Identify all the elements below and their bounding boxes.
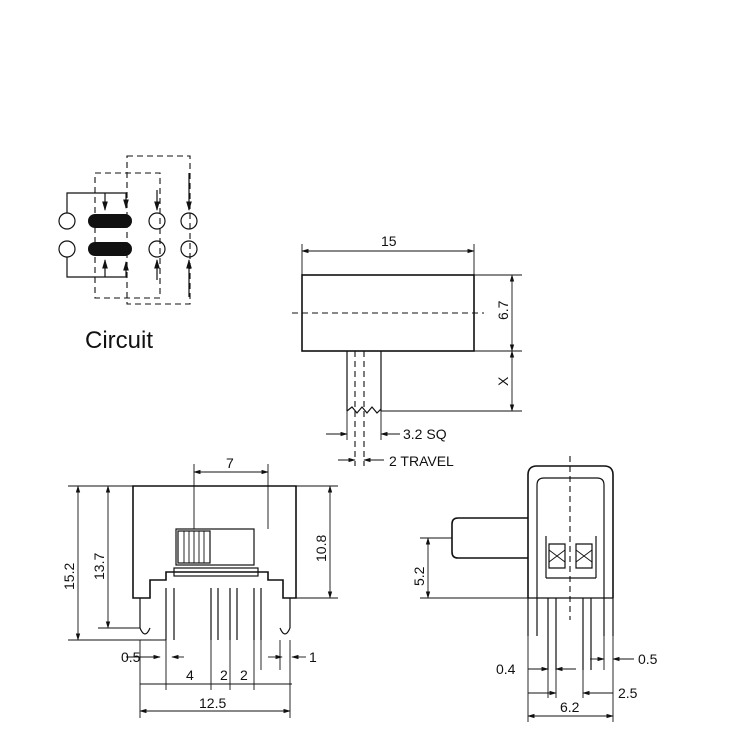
- contact-top-3: [148, 212, 166, 230]
- circuit-label: Circuit: [85, 327, 153, 354]
- dim-actuator-height: 5.2: [411, 566, 427, 586]
- dim-body-height: 13.7: [91, 553, 107, 580]
- dim-actuator: 3.2 SQ: [403, 426, 447, 442]
- side-view-contacts: [548, 543, 593, 569]
- front-view-legs: [139, 598, 291, 628]
- circuit-schematic: Circuit: [58, 155, 198, 354]
- contact-bottom-4: [180, 240, 198, 258]
- top-view-shaft-break: [346, 406, 382, 414]
- front-view-body: [132, 485, 297, 599]
- wire-top-left: [66, 192, 96, 213]
- dim-left-gap: 0.5: [121, 649, 141, 665]
- dim-overall-width: 12.5: [199, 695, 226, 711]
- top-view-shaft-hidden: [354, 351, 365, 466]
- dim-actuator-width: 7: [226, 455, 234, 471]
- top-view-shaft: [346, 351, 382, 411]
- dim-overall-height: 15.2: [61, 563, 77, 590]
- side-view: 5.2 0.4 0.5 2.5 6.2: [411, 456, 658, 722]
- front-view: 7 15.2 13.7 10.8 0.5 1 4 2 2 12.5: [61, 455, 338, 718]
- front-view-pins: [165, 588, 262, 640]
- dim-travel: 2 TRAVEL: [389, 453, 454, 469]
- dim-side-width: 6.2: [560, 699, 580, 715]
- dim-pin-width: 0.4: [496, 661, 516, 677]
- dim-side-right-gap: 0.5: [638, 651, 658, 667]
- front-view-actuator-housing: [175, 528, 255, 566]
- side-view-ext-lines: [527, 636, 614, 722]
- dim-right-gap: 1: [309, 649, 317, 665]
- wire-bottom-mid: [96, 261, 129, 278]
- dim-height: 6.7: [495, 300, 511, 320]
- front-view-base: [173, 567, 259, 577]
- contact-bottom-3: [148, 240, 166, 258]
- front-view-knob-ribs: [183, 531, 205, 563]
- dim-shaft: X: [495, 376, 511, 386]
- wire-top-mid: [96, 192, 129, 209]
- dim-right-height: 10.8: [313, 535, 329, 562]
- side-view-pins: [527, 598, 614, 670]
- slider-bar-bottom: [88, 242, 132, 256]
- dim-pitch-a: 4: [186, 667, 194, 683]
- side-view-contact-marks: [548, 549, 593, 563]
- top-view: 15 6.7 X 3.2 SQ 2 TRAVEL: [292, 233, 522, 469]
- dim-pin-spacing: 2.5: [618, 685, 638, 701]
- slider-bar-top: [88, 214, 132, 228]
- contact-top-1: [58, 212, 76, 230]
- contact-top-4: [180, 212, 198, 230]
- wire-bottom-left: [66, 257, 96, 278]
- side-view-cavity: [545, 536, 597, 579]
- circuit-dashed-box-outer: [126, 155, 191, 305]
- dim-width: 15: [381, 233, 397, 249]
- front-view-leg-tips: [139, 627, 291, 635]
- contact-bottom-1: [58, 240, 76, 258]
- dim-pitch-c: 2: [240, 667, 248, 683]
- dim-pitch-b: 2: [220, 667, 228, 683]
- side-view-actuator: [451, 517, 528, 559]
